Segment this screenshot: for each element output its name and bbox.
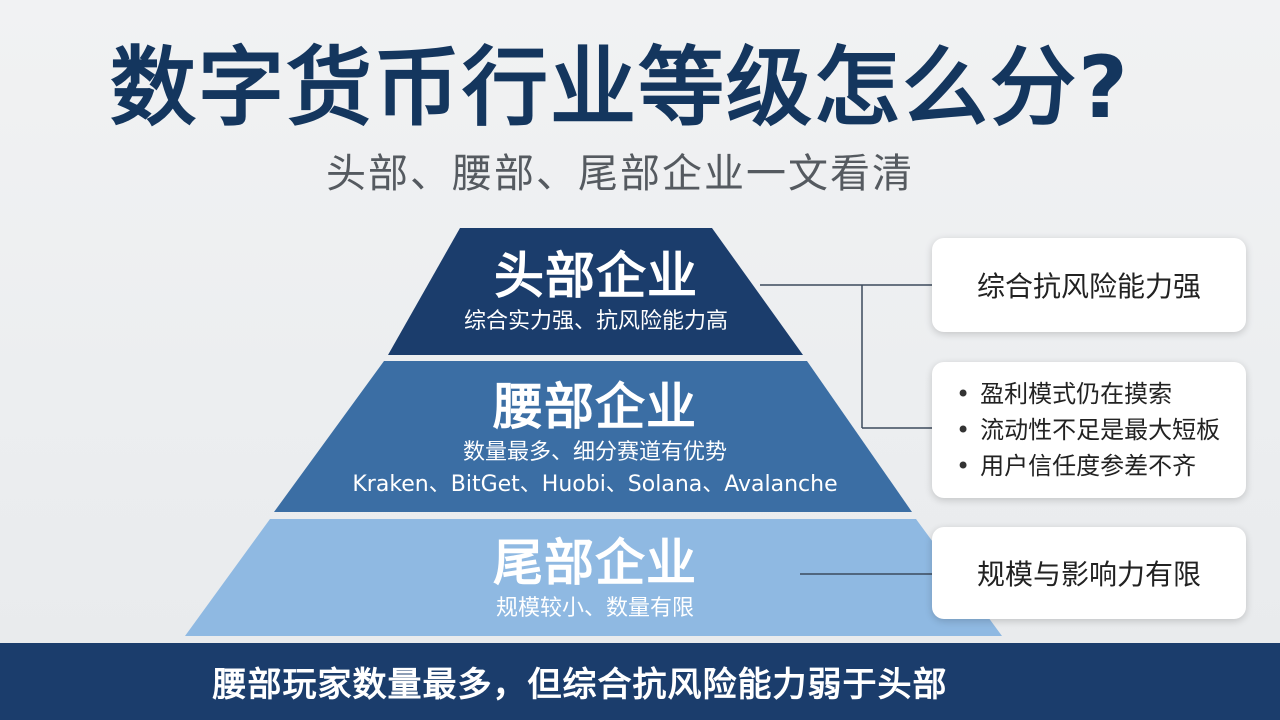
page-title: 数字货币行业等级怎么分?	[110, 38, 1130, 138]
callout-bottom: 规模与影响力有限	[932, 527, 1246, 619]
tier-middle: 腰部企业 数量最多、细分赛道有优势 Kraken、BitGet、Huobi、So…	[290, 377, 900, 501]
callout-top-text: 综合抗风险能力强	[976, 270, 1201, 303]
bottom-banner: 腰部玩家数量最多，但综合抗风险能力弱于头部	[0, 643, 1280, 720]
callout-middle-list: 盈利模式仍在摸索 流动性不足是最大短板 用户信任度参差不齐	[932, 362, 1246, 484]
tier-top-name: 头部企业	[494, 247, 698, 305]
callout-middle: 盈利模式仍在摸索 流动性不足是最大短板 用户信任度参差不齐	[932, 362, 1246, 498]
tier-middle-examples: Kraken、BitGet、Huobi、Solana、Avalanche	[352, 472, 838, 497]
banner-text: 腰部玩家数量最多，但综合抗风险能力弱于头部	[212, 665, 948, 705]
callout-top: 综合抗风险能力强	[932, 238, 1246, 332]
list-item: 流动性不足是最大短板	[956, 412, 1246, 448]
tier-middle-description: 数量最多、细分赛道有优势	[462, 440, 727, 465]
tier-bottom-shape	[185, 519, 1002, 636]
tier-bottom: 尾部企业 规模较小、数量有限	[290, 533, 900, 625]
tier-middle-shape	[274, 361, 912, 512]
tier-middle-name: 腰部企业	[493, 378, 697, 436]
page-subtitle: 头部、腰部、尾部企业一文看清	[326, 151, 914, 197]
callout-bottom-text: 规模与影响力有限	[976, 558, 1201, 591]
tier-top-shape	[388, 228, 803, 355]
tier-top: 头部企业 综合实力强、抗风险能力高	[390, 246, 802, 338]
list-item: 用户信任度参差不齐	[956, 448, 1246, 484]
tier-top-description: 综合实力强、抗风险能力高	[463, 309, 728, 334]
tier-bottom-description: 规模较小、数量有限	[495, 596, 694, 621]
list-item: 盈利模式仍在摸索	[956, 376, 1246, 412]
tier-bottom-name: 尾部企业	[493, 534, 697, 592]
